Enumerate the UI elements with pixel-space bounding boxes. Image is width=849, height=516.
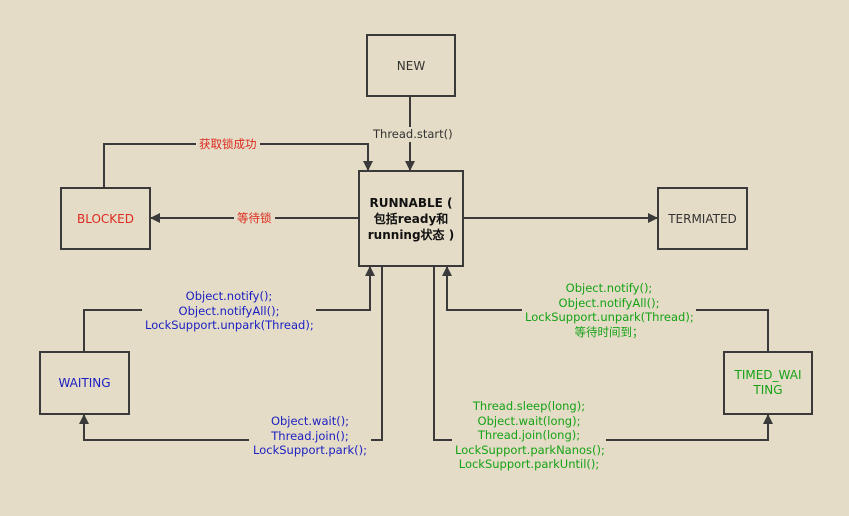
state-timed-waiting-line-1: TIMED_WAI: [734, 368, 802, 382]
label-lock-acquired-text: 获取锁成功: [199, 137, 257, 151]
label-notify-waiting-line-1: Object.notify();: [185, 289, 273, 303]
state-runnable-line-1: RUNNABLE (: [369, 195, 453, 210]
state-waiting-label: WAITING: [58, 376, 111, 390]
state-waiting: WAITING: [39, 351, 130, 415]
state-runnable-line-2: 包括ready和: [373, 211, 449, 226]
state-blocked: BLOCKED: [60, 187, 151, 250]
label-notify-timed: Object.notify(); Object.notifyAll(); Loc…: [522, 281, 696, 339]
label-thread-start-text: Thread.start(): [373, 127, 453, 141]
label-to-waiting-line-1: Object.wait();: [270, 414, 350, 428]
label-notify-timed-line-2: Object.notifyAll();: [558, 295, 660, 310]
label-to-timed-waiting: Thread.sleep(long); Object.wait(long); T…: [452, 399, 606, 472]
label-to-waiting-line-3: LockSupport.park();: [253, 443, 367, 457]
label-to-waiting-line-2: Thread.join();: [271, 428, 349, 443]
label-to-timed-waiting-line-2: Object.wait(long);: [477, 413, 581, 428]
label-wait-lock: 等待锁: [234, 211, 275, 226]
state-runnable-line-3: running状态 ): [367, 227, 455, 242]
label-to-timed-waiting-line-4: LockSupport.parkNanos();: [455, 442, 605, 457]
state-blocked-label: BLOCKED: [76, 211, 134, 226]
label-notify-waiting-line-2: Object.notifyAll();: [178, 303, 280, 318]
state-terminated: TERMIATED: [657, 187, 748, 250]
label-lock-acquired: 获取锁成功: [196, 137, 260, 152]
label-notify-waiting: Object.notify(); Object.notifyAll(); Loc…: [142, 289, 316, 333]
state-timed-waiting-line-2: TING: [753, 383, 783, 397]
label-wait-lock-text: 等待锁: [237, 211, 272, 225]
label-to-timed-waiting-line-3: Thread.join(long);: [477, 428, 581, 442]
state-new-label: NEW: [396, 58, 426, 73]
arrow-runnable-to-waiting: [79, 266, 383, 441]
label-to-timed-waiting-line-1: Thread.sleep(long);: [472, 399, 586, 413]
label-to-waiting: Object.wait(); Thread.join(); LockSuppor…: [249, 414, 371, 458]
label-notify-timed-line-4: 等待时间到；: [574, 324, 644, 339]
label-notify-waiting-line-3: LockSupport.unpark(Thread);: [145, 318, 314, 332]
label-to-timed-waiting-line-5: LockSupport.parkUntil();: [458, 457, 600, 471]
state-runnable: RUNNABLE ( 包括ready和 running状态 ): [358, 170, 464, 267]
label-notify-timed-line-3: LockSupport.unpark(Thread);: [525, 310, 694, 324]
label-thread-start: Thread.start(): [370, 127, 456, 142]
label-notify-timed-line-1: Object.notify();: [565, 281, 653, 295]
state-new: NEW: [366, 34, 456, 97]
state-timed-waiting: TIMED_WAI TING: [723, 351, 813, 415]
state-terminated-label: TERMIATED: [668, 211, 737, 226]
